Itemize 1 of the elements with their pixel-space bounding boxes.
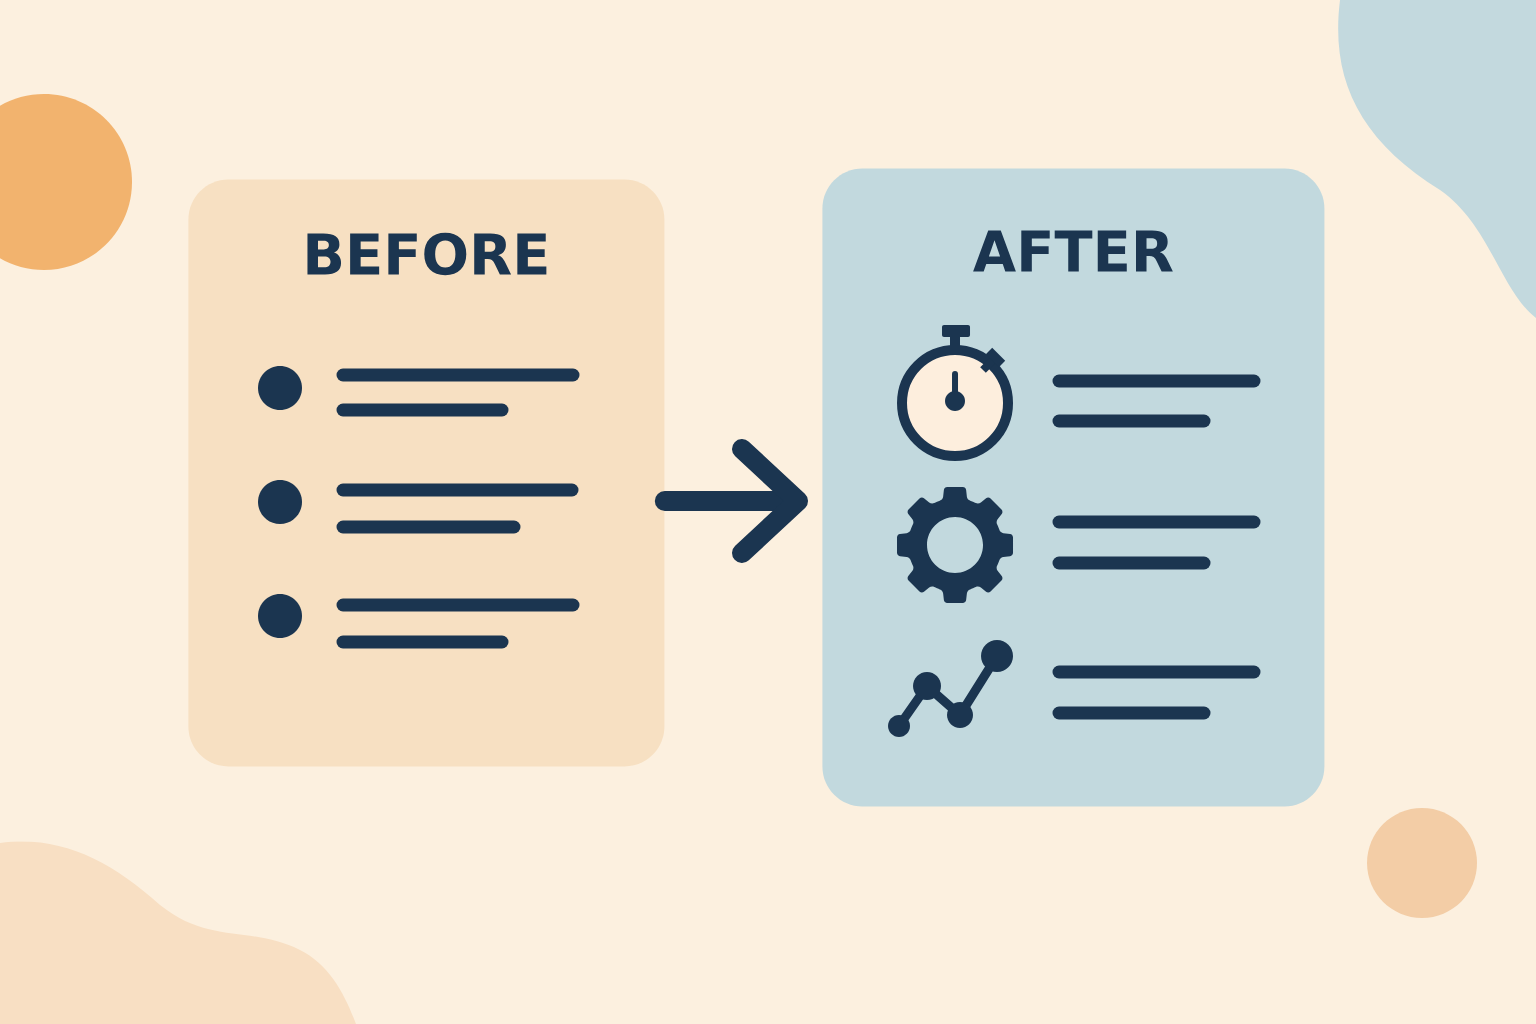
panel: BEFORE xyxy=(188,179,665,767)
